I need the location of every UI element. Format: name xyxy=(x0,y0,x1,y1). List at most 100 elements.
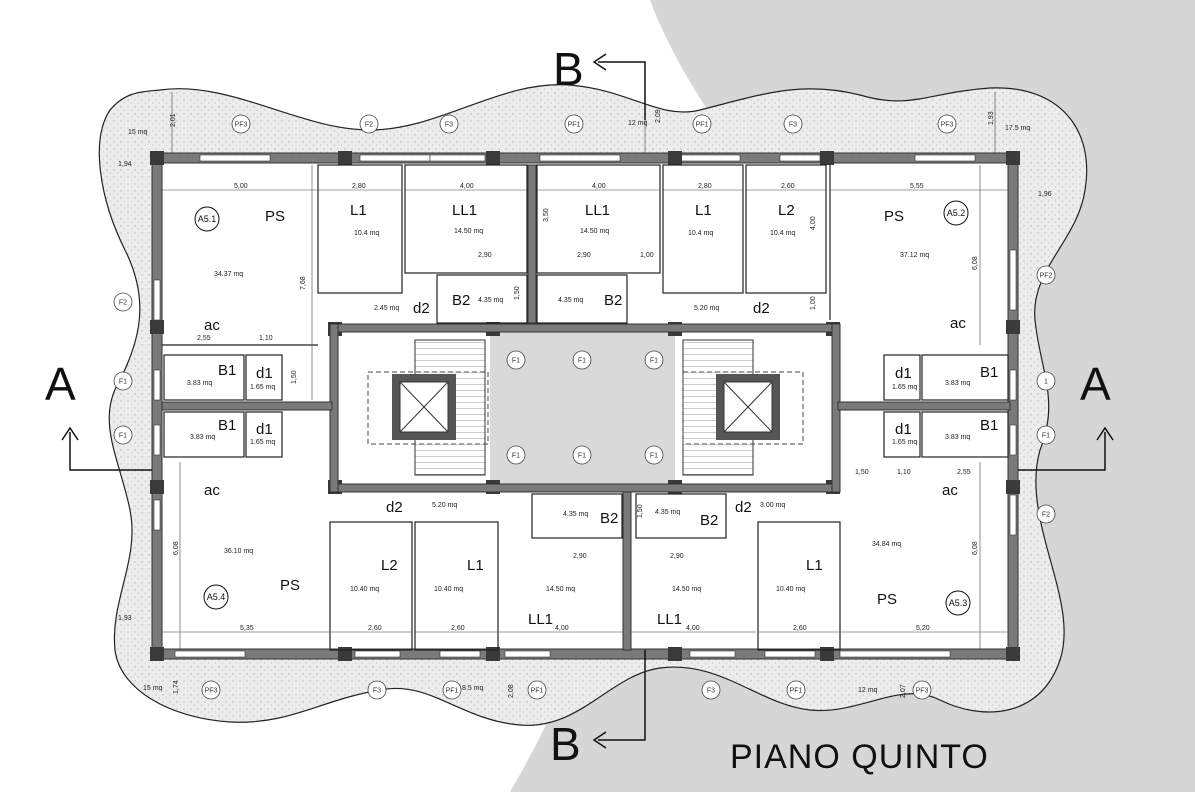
svg-text:B1: B1 xyxy=(218,417,236,434)
svg-text:LL1: LL1 xyxy=(657,611,682,628)
svg-text:5,35: 5,35 xyxy=(240,625,254,632)
window-tag-pf1-t2: PF1 xyxy=(692,114,712,134)
svg-text:1,50: 1,50 xyxy=(514,286,521,300)
svg-text:L2: L2 xyxy=(778,202,795,219)
window-tag-f1-c5: F1 xyxy=(572,445,592,465)
svg-text:5.20 mq: 5.20 mq xyxy=(432,502,457,509)
svg-text:2,55: 2,55 xyxy=(957,469,971,476)
svg-text:5,20: 5,20 xyxy=(916,625,930,632)
window-tag-f1-r1: 1 xyxy=(1036,371,1056,391)
svg-text:A: A xyxy=(45,358,76,410)
svg-text:LL1: LL1 xyxy=(585,202,610,219)
svg-text:F1: F1 xyxy=(650,453,658,460)
svg-text:3,50: 3,50 xyxy=(543,208,550,222)
svg-text:3.00 mq: 3.00 mq xyxy=(760,502,785,509)
svg-text:F2: F2 xyxy=(365,122,373,129)
svg-text:2,60: 2,60 xyxy=(368,625,382,632)
svg-text:F1: F1 xyxy=(578,358,586,365)
svg-text:6,08: 6,08 xyxy=(972,541,979,555)
svg-text:PF2: PF2 xyxy=(1040,273,1053,280)
partition-lines xyxy=(162,164,1009,651)
svg-text:1,00: 1,00 xyxy=(640,252,654,259)
svg-text:36.10 mq: 36.10 mq xyxy=(224,548,253,555)
svg-text:6,08: 6,08 xyxy=(972,256,979,270)
svg-text:14.50 mq: 14.50 mq xyxy=(672,586,701,593)
svg-text:10.4 mq: 10.4 mq xyxy=(354,230,379,237)
svg-text:F3: F3 xyxy=(707,688,715,695)
section-marker-b-bottom: B xyxy=(550,650,646,770)
svg-text:1.65 mq: 1.65 mq xyxy=(892,384,917,391)
svg-text:14.50 mq: 14.50 mq xyxy=(580,228,609,235)
window-tag-f1-l1: F1 xyxy=(113,371,133,391)
svg-text:2,90: 2,90 xyxy=(577,252,591,259)
svg-text:1,10: 1,10 xyxy=(897,469,911,476)
svg-text:d1: d1 xyxy=(256,365,273,382)
dimension-labels: 5,00 2,80 4,00 4,00 2,80 2,60 5,55 2,90 … xyxy=(118,109,1052,698)
svg-text:17.5 mq: 17.5 mq xyxy=(1005,125,1030,132)
svg-text:F2: F2 xyxy=(1042,512,1050,519)
apartment-a54: A5.4 xyxy=(207,592,226,602)
svg-text:4.35 mq: 4.35 mq xyxy=(655,509,680,516)
window-openings xyxy=(153,154,1017,658)
svg-text:PF1: PF1 xyxy=(790,688,803,695)
window-tag-f1-l2: F1 xyxy=(113,425,133,445)
svg-text:2.45 mq: 2.45 mq xyxy=(374,305,399,312)
svg-text:1,00: 1,00 xyxy=(810,296,817,310)
window-tag-pf1-b3: PF1 xyxy=(786,680,806,700)
svg-text:B: B xyxy=(550,718,581,770)
svg-text:14.50 mq: 14.50 mq xyxy=(546,586,575,593)
svg-text:4,00: 4,00 xyxy=(555,625,569,632)
svg-text:2,07: 2,07 xyxy=(900,684,907,698)
svg-text:B1: B1 xyxy=(980,364,998,381)
svg-text:L1: L1 xyxy=(350,202,367,219)
svg-text:4.35 mq: 4.35 mq xyxy=(478,297,503,304)
svg-text:B2: B2 xyxy=(700,512,718,529)
svg-text:F1: F1 xyxy=(650,358,658,365)
svg-text:PF1: PF1 xyxy=(531,688,544,695)
svg-text:34.37 mq: 34.37 mq xyxy=(214,271,243,278)
svg-text:ac: ac xyxy=(204,482,220,499)
svg-text:PS: PS xyxy=(265,208,285,225)
svg-text:PS: PS xyxy=(884,208,904,225)
svg-text:7,68: 7,68 xyxy=(300,276,307,290)
window-tag-pf3-br: PF3 xyxy=(912,680,932,700)
svg-text:A: A xyxy=(1080,358,1111,410)
svg-text:2,09: 2,09 xyxy=(655,109,662,123)
window-tag-pf3-tr: PF3 xyxy=(937,114,957,134)
svg-text:5,55: 5,55 xyxy=(910,183,924,190)
apartment-a53: A5.3 xyxy=(949,598,968,608)
svg-text:14.50 mq: 14.50 mq xyxy=(454,228,483,235)
svg-text:d1: d1 xyxy=(256,421,273,438)
svg-text:2,01: 2,01 xyxy=(170,113,177,127)
svg-text:4,00: 4,00 xyxy=(810,216,817,230)
internal-walls xyxy=(161,323,1011,493)
svg-text:1,93: 1,93 xyxy=(118,615,132,622)
svg-text:2,60: 2,60 xyxy=(793,625,807,632)
svg-text:37.12 mq: 37.12 mq xyxy=(900,252,929,259)
svg-text:10.40 mq: 10.40 mq xyxy=(434,586,463,593)
svg-text:1: 1 xyxy=(1044,379,1048,386)
window-tag-f1-c2: F1 xyxy=(572,350,592,370)
svg-text:1,50: 1,50 xyxy=(637,504,644,518)
window-tag-pf1-b2: PF1 xyxy=(527,680,547,700)
svg-text:L1: L1 xyxy=(467,557,484,574)
svg-text:1.65 mq: 1.65 mq xyxy=(250,384,275,391)
apartment-a52: A5.2 xyxy=(947,208,966,218)
svg-text:PF1: PF1 xyxy=(446,688,459,695)
svg-text:8.5 mq: 8.5 mq xyxy=(462,685,484,692)
window-tag-f3-b2: F3 xyxy=(701,680,721,700)
window-tag-pf1-t1: PF1 xyxy=(564,114,584,134)
svg-text:15 mq: 15 mq xyxy=(128,129,148,136)
window-tag-f3-t2: F3 xyxy=(783,114,803,134)
svg-text:4,00: 4,00 xyxy=(592,183,606,190)
svg-text:10.4 mq: 10.4 mq xyxy=(770,230,795,237)
svg-text:B1: B1 xyxy=(218,362,236,379)
window-tag-pf3-tl: PF3 xyxy=(231,114,251,134)
apartment-a51: A5.1 xyxy=(198,214,217,224)
svg-text:d2: d2 xyxy=(735,499,752,516)
svg-text:1,96: 1,96 xyxy=(1038,191,1052,198)
svg-text:ac: ac xyxy=(204,317,220,334)
dimension-lines xyxy=(162,92,1008,649)
svg-text:3.83 mq: 3.83 mq xyxy=(945,380,970,387)
